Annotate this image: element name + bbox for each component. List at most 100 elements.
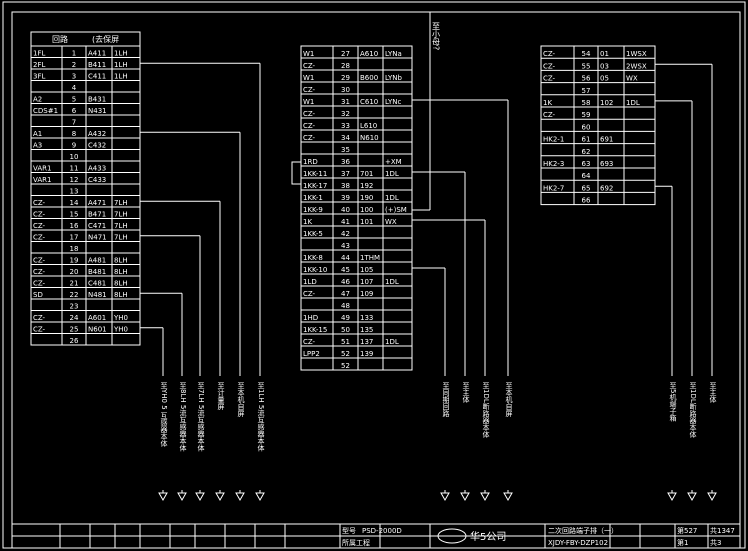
terminal-wire-code: 03: [600, 62, 609, 70]
terminal-number: 36: [341, 158, 350, 166]
terminal-number: 58: [582, 99, 591, 107]
terminal-wire-code: 190: [360, 194, 373, 202]
terminal-wire-code: 05: [600, 75, 609, 83]
terminal-number: 4: [72, 84, 77, 92]
terminal-number: 32: [341, 110, 350, 118]
terminal-number: 56: [582, 75, 591, 83]
sheet-label: 第527: [677, 526, 697, 535]
terminal-wire-code: 100: [360, 206, 373, 214]
terminal-number: 59: [582, 111, 591, 119]
terminal-wire-code: 693: [600, 160, 613, 168]
destination-arrow-icon: [480, 492, 490, 502]
terminal-wire-code: A481: [88, 257, 106, 265]
terminal-dest: 8LH: [114, 257, 128, 265]
total-label: 共1347: [710, 526, 735, 535]
terminal-circuit-name: 1KK-17: [303, 182, 327, 190]
terminal-number: 17: [70, 234, 79, 242]
terminal-dest: 8LH: [114, 280, 128, 288]
product-value: PSD-2000D: [362, 527, 402, 535]
project-label: 所属工程: [342, 538, 370, 547]
destination-label: 至1LH 5流互感器本体: [257, 382, 265, 452]
terminal-dest: LYNa: [385, 50, 402, 58]
product-label: 型号: [342, 526, 356, 535]
terminal-wire-code: N601: [88, 326, 107, 334]
terminal-dest: 7LH: [114, 234, 128, 242]
terminal-circuit-name: 1HD: [303, 314, 318, 322]
terminal-number: 48: [341, 302, 350, 310]
terminal-dest: 8LH: [114, 268, 128, 276]
terminal-number: 15: [70, 211, 79, 219]
terminal-number: 60: [582, 123, 591, 131]
drawing-code: XJDY-FBY-DZP102: [548, 539, 608, 547]
terminal-circuit-name: CZ-: [33, 199, 46, 207]
terminal-wire-code: 135: [360, 326, 373, 334]
terminal-wire-code: C433: [88, 176, 106, 184]
terminal-wire-code: N481: [88, 291, 107, 299]
terminal-number: 1: [72, 50, 76, 58]
terminal-circuit-name: W1: [303, 98, 314, 106]
destination-label: 至5机端子箱: [669, 382, 677, 423]
terminal-number: 49: [341, 314, 350, 322]
terminal-circuit-name: 3FL: [33, 73, 45, 81]
terminal-wire-code: B411: [88, 61, 106, 69]
terminal-number: 62: [582, 148, 591, 156]
terminal-circuit-name: CZ-: [33, 326, 46, 334]
terminal-circuit-name: HK2-7: [543, 184, 564, 192]
terminal-circuit-name: CZ-: [543, 111, 556, 119]
terminal-circuit-name: CZ-: [303, 338, 316, 346]
terminal-circuit-name: 1KK-5: [303, 230, 323, 238]
terminal-wire-code: B600: [360, 74, 378, 82]
terminal-circuit-name: VAR1: [33, 165, 51, 173]
terminal-circuit-name: LPP2: [303, 350, 320, 358]
terminal-dest: 1DL: [626, 99, 640, 107]
terminal-circuit-name: 1KK-9: [303, 206, 323, 214]
terminal-dest: YH0: [113, 326, 128, 334]
terminal-dest: 1DL: [385, 338, 399, 346]
terminal-dest: +XM: [385, 158, 402, 166]
terminal-circuit-name: SD: [33, 291, 43, 299]
terminal-circuit-name: W1: [303, 74, 314, 82]
terminal-wire-code: 692: [600, 184, 613, 192]
terminal-circuit-name: CZ-: [303, 86, 316, 94]
terminal-number: 9: [72, 142, 76, 150]
destination-label: 至7LH 5流互感器本体: [197, 382, 205, 452]
terminal-wire-code: 102: [600, 99, 613, 107]
destination-arrow-icon: [235, 492, 245, 502]
terminal-number: 54: [582, 50, 591, 58]
terminal-circuit-name: CZ-: [543, 62, 556, 70]
sheet-number: 第1: [677, 538, 688, 547]
terminal-circuit-name: CZ-: [33, 257, 46, 265]
destination-label: 至主体: [709, 382, 717, 404]
destination-label: 至本机自屏: [505, 382, 513, 418]
destination-arrow-icon: [158, 492, 168, 502]
terminal-circuit-name: CZ-: [33, 268, 46, 276]
terminal-dest: 1DL: [385, 194, 399, 202]
terminal-wire-code: 137: [360, 338, 373, 346]
terminal-dest: 1DL: [385, 170, 399, 178]
terminal-number: 34: [341, 134, 350, 142]
bracket-mark: [291, 161, 301, 185]
terminal-dest: 1DL: [385, 278, 399, 286]
terminal-number: 35: [341, 146, 350, 154]
terminal-number: 65: [582, 184, 591, 192]
terminal-number: 6: [72, 107, 77, 115]
terminal-wire-code: C471: [88, 222, 106, 230]
terminal-number: 64: [582, 172, 591, 180]
terminal-circuit-name: CZ-: [303, 134, 316, 142]
terminal-circuit-name: CZ-: [543, 75, 556, 83]
terminal-circuit-name: 1RD: [303, 158, 318, 166]
terminal-number: 28: [341, 62, 350, 70]
terminal-number: 25: [70, 326, 79, 334]
terminal-wire-code: 133: [360, 314, 373, 322]
terminal-wire-code: B471: [88, 211, 106, 219]
terminal-number: 3: [72, 73, 76, 81]
total-number: 共3: [710, 538, 721, 547]
bus-note-label: 至小母?: [432, 22, 441, 50]
terminal-dest: LYNb: [385, 74, 402, 82]
terminal-number: 20: [70, 268, 79, 276]
terminal-number: 57: [582, 87, 591, 95]
